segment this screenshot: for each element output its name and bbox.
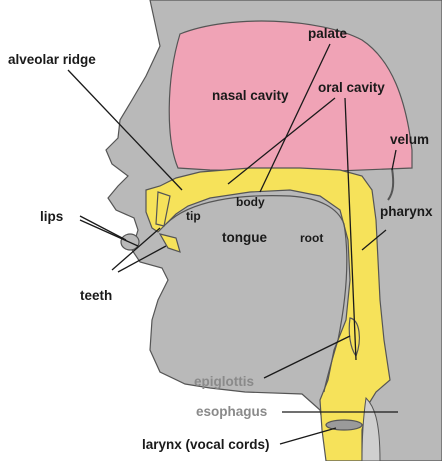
label-epiglottis: epiglottis bbox=[194, 374, 254, 389]
label-oral-cavity: oral cavity bbox=[318, 80, 385, 95]
label-pharynx: pharynx bbox=[380, 204, 433, 219]
label-body: body bbox=[236, 195, 265, 209]
leader-lips-b bbox=[80, 220, 138, 246]
label-root: root bbox=[300, 231, 323, 245]
leader-lips-a bbox=[80, 216, 126, 240]
label-lips: lips bbox=[40, 209, 63, 224]
label-teeth: teeth bbox=[80, 288, 112, 303]
label-esophagus: esophagus bbox=[196, 404, 267, 419]
label-velum: velum bbox=[390, 132, 429, 147]
label-nasal-cavity: nasal cavity bbox=[212, 88, 289, 103]
label-alveolar-ridge: alveolar ridge bbox=[8, 52, 96, 67]
label-tip: tip bbox=[186, 209, 201, 223]
label-tongue: tongue bbox=[222, 230, 267, 245]
larynx-shape bbox=[326, 420, 362, 430]
label-palate: palate bbox=[308, 26, 348, 41]
label-larynx: larynx (vocal cords) bbox=[142, 437, 270, 452]
